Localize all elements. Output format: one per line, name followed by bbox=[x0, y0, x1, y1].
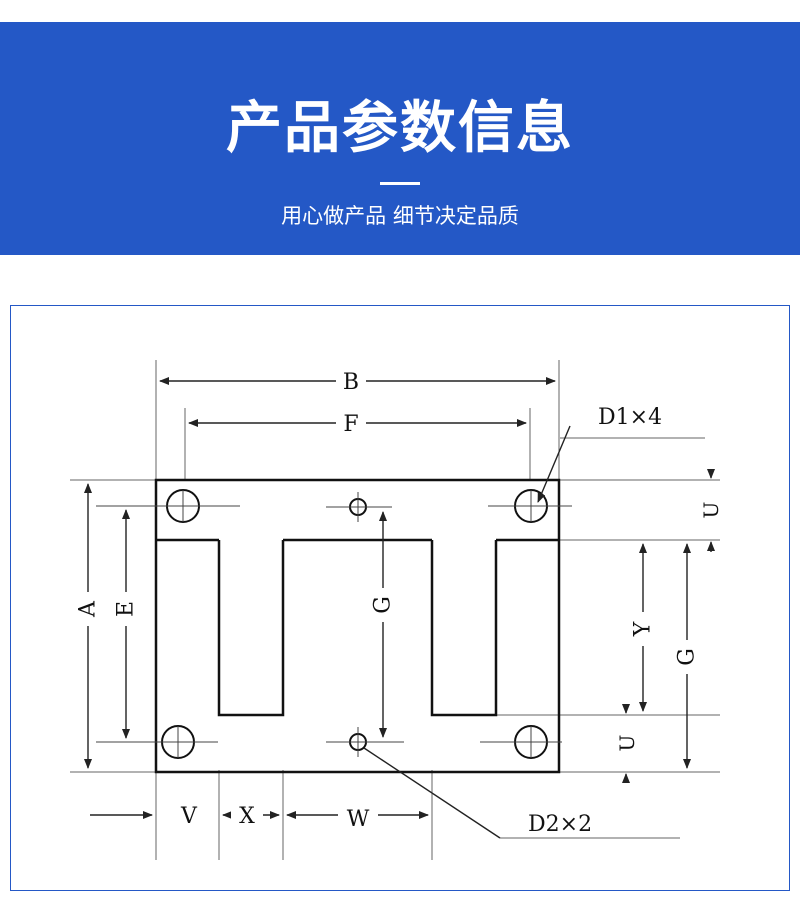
label-A: A bbox=[76, 600, 101, 618]
label-G-right: G bbox=[675, 648, 700, 666]
label-knockouts bbox=[76, 368, 699, 829]
label-F: F bbox=[343, 412, 358, 437]
header-banner: 产品参数信息 用心做产品 细节决定品质 bbox=[0, 22, 800, 255]
label-G-center: G bbox=[371, 596, 396, 614]
hole-center-lines bbox=[96, 490, 572, 758]
label-D2: D2×2 bbox=[528, 812, 592, 837]
label-Y: Y bbox=[631, 621, 656, 637]
label-W: W bbox=[347, 807, 370, 832]
leader-D1 bbox=[537, 425, 571, 503]
dimension-lines bbox=[84, 377, 715, 839]
leader-D2 bbox=[363, 747, 501, 839]
label-B: B bbox=[343, 370, 359, 395]
title-divider bbox=[380, 182, 420, 185]
label-U-bottom: U bbox=[615, 735, 639, 752]
label-D1: D1×4 bbox=[598, 405, 662, 430]
label-V: V bbox=[180, 804, 198, 829]
core-outline bbox=[154, 478, 561, 774]
page-subtitle: 用心做产品 细节决定品质 bbox=[281, 204, 519, 228]
page-title: 产品参数信息 bbox=[226, 96, 574, 161]
label-U-top: U bbox=[699, 502, 723, 519]
label-X: X bbox=[239, 804, 255, 829]
label-E: E bbox=[114, 601, 139, 617]
diagram-frame bbox=[10, 305, 790, 891]
